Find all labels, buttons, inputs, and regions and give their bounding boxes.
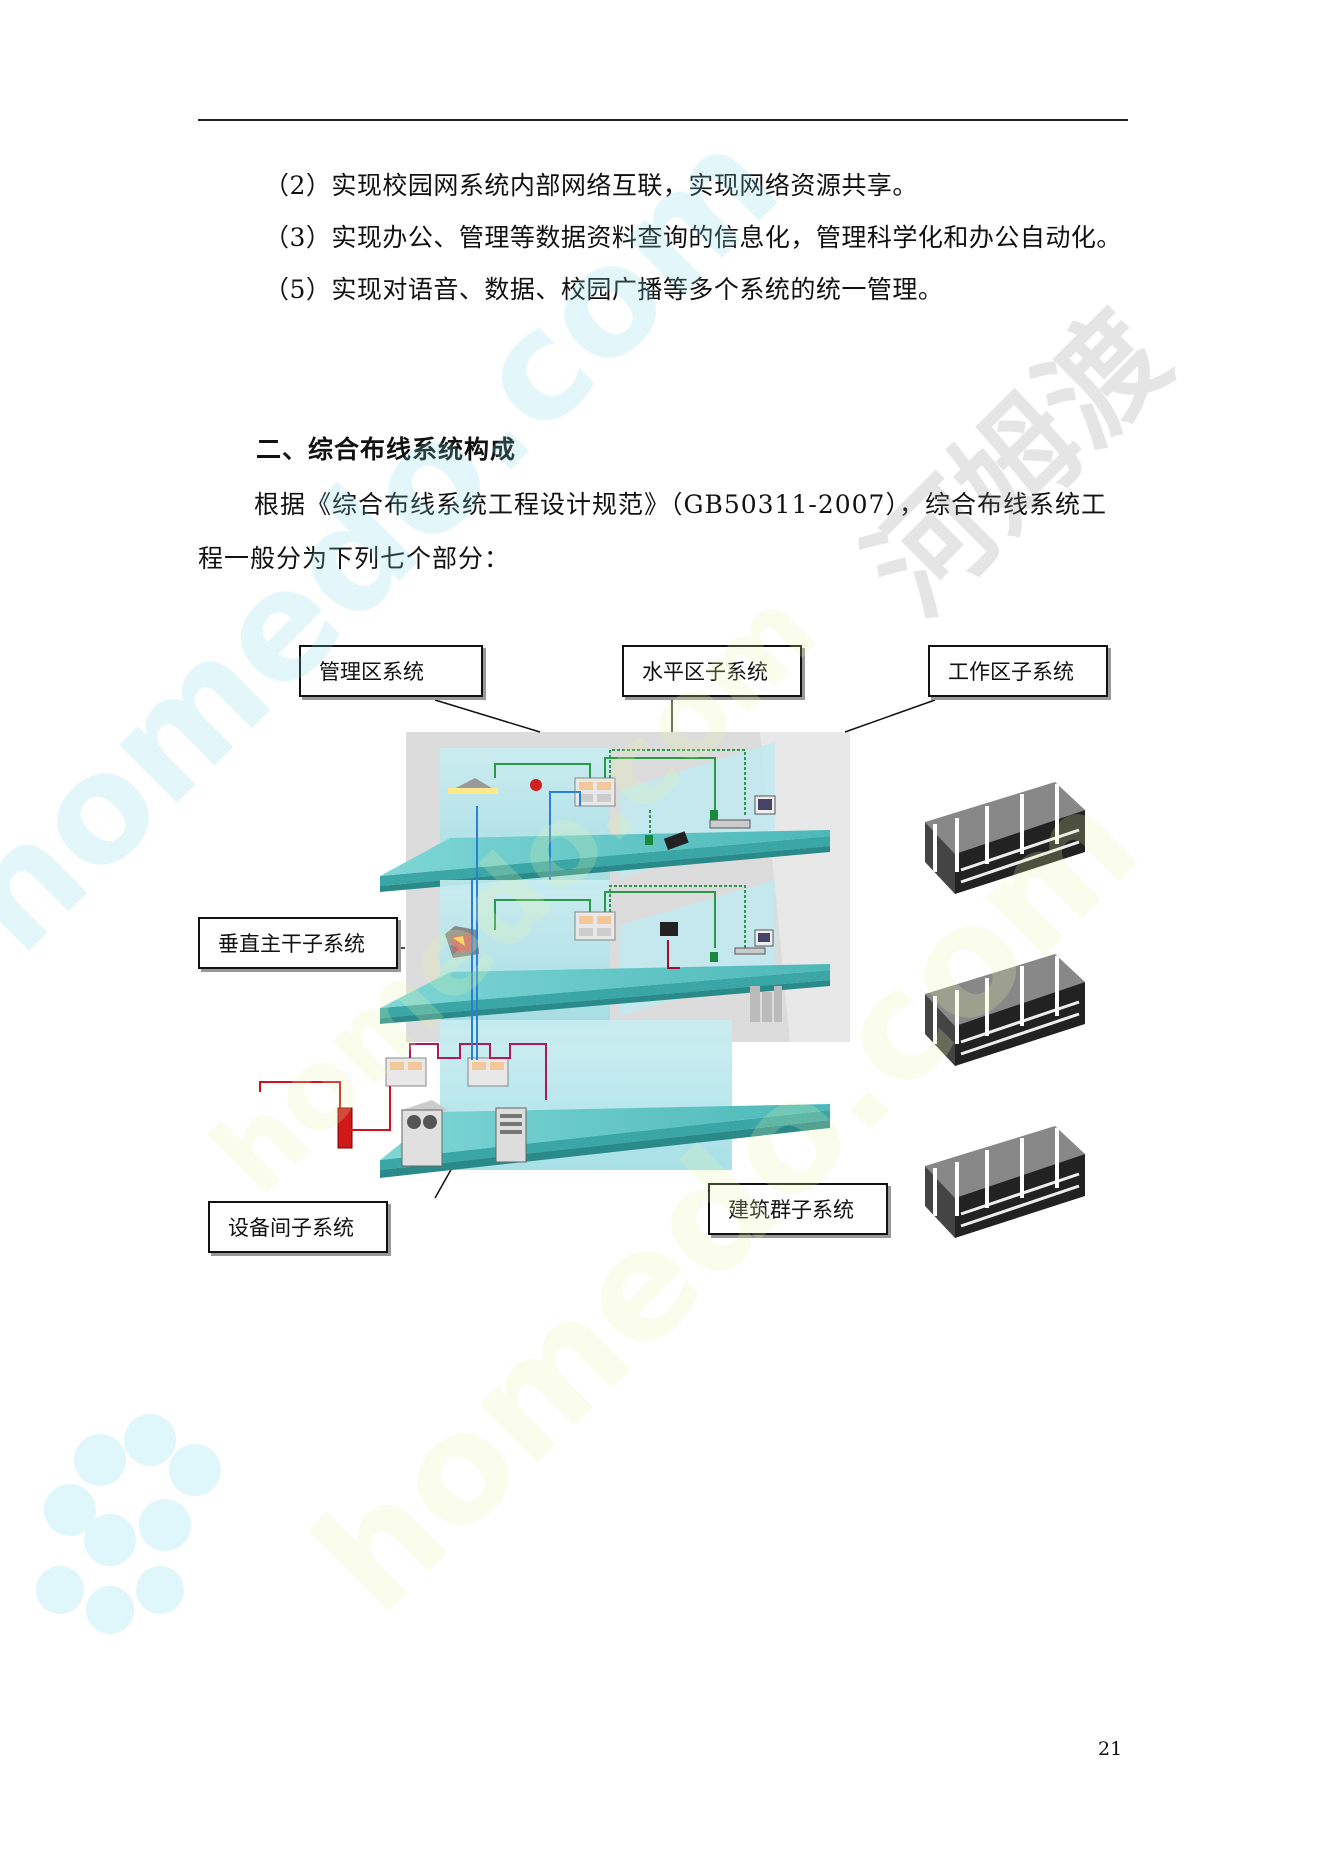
flower-logo-icon bbox=[36, 1414, 221, 1634]
list-item: （5）实现对语音、数据、校园广播等多个系统的统一管理。 bbox=[264, 275, 944, 304]
list-item: （2）实现校园网系统内部网络互联，实现网络资源共享。 bbox=[264, 171, 918, 200]
campus-building-icon bbox=[925, 954, 1085, 1066]
label-management: 管理区系统 bbox=[299, 645, 483, 697]
floor-3 bbox=[380, 742, 830, 892]
cabling-diagram bbox=[259, 699, 1085, 1238]
watermark-brand: 河姆渡 bbox=[842, 288, 1195, 641]
list-item: （3）实现办公、管理等数据资料查询的信息化，管理科学化和办公自动化。 bbox=[264, 223, 1122, 252]
section-body: 根据《综合布线系统工程设计规范》（GB50311-2007），综合布线系统工程一… bbox=[198, 490, 1107, 573]
label-equipment: 设备间子系统 bbox=[208, 1201, 388, 1253]
section-heading: 二、综合布线系统构成 bbox=[256, 435, 517, 464]
label-work-area: 工作区子系统 bbox=[928, 645, 1108, 697]
label-vertical: 垂直主干子系统 bbox=[198, 917, 398, 969]
floor-2 bbox=[380, 880, 830, 1028]
label-horizontal: 水平区子系统 bbox=[622, 645, 802, 697]
header-rule bbox=[198, 119, 1128, 121]
floor-1 bbox=[259, 1020, 830, 1178]
campus-building-icon bbox=[925, 782, 1085, 894]
label-campus: 建筑群子系统 bbox=[708, 1183, 888, 1235]
page-number: 21 bbox=[1098, 1738, 1123, 1760]
campus-building-icon bbox=[925, 1126, 1085, 1238]
